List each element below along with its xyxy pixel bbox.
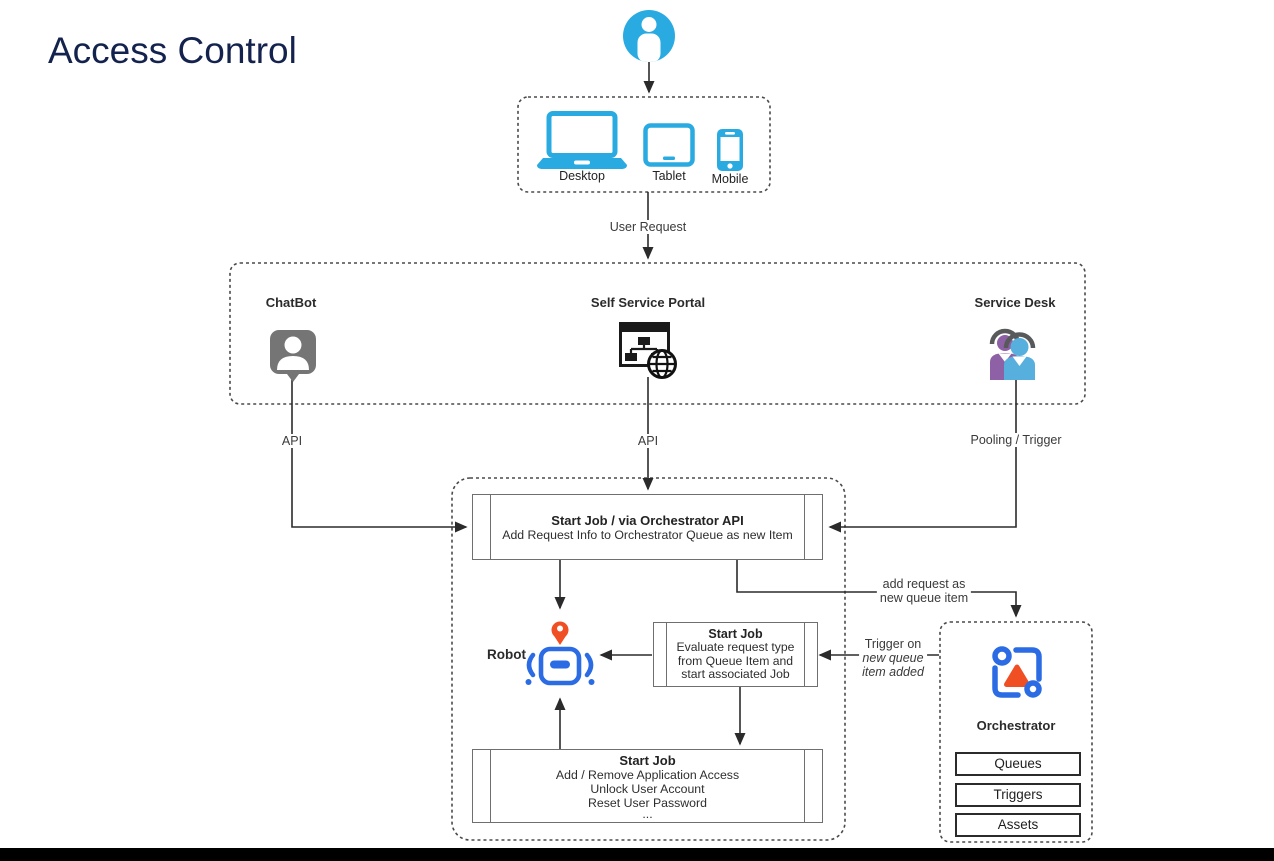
arrow-chatbot-to-startjob [291,376,468,533]
chatbot-heading: ChatBot [265,295,317,310]
subprocess-bar-right [804,495,822,559]
tablet-label: Tablet [652,169,686,183]
subprocess-bar-right [804,623,817,686]
pooling-trigger-label: Pooling / Trigger [967,433,1065,447]
desktop-label: Desktop [559,169,605,183]
start-job-actions-box: Start Job Add / Remove Application Acces… [472,749,823,823]
start-job-evaluate-box: Start Job Evaluate request type from Que… [653,622,818,687]
robot-label: Robot [487,647,526,662]
arrow-servicedesk-to-startjob [828,380,1017,533]
trigger-line3: item added [862,665,924,679]
evaluate-title: Start Job [708,627,763,642]
portal-heading: Self Service Portal [590,295,706,310]
start-job-api-title: Start Job / via Orchestrator API [551,512,744,528]
subprocess-bar-right [804,750,822,822]
portal-api-label: API [634,434,662,448]
evaluate-line2: from Queue Item and [677,653,794,668]
actions-line1: Add / Remove Application Access [555,768,740,782]
user-request-label: User Request [606,220,690,234]
orchestrator-item-assets: Assets [955,813,1081,837]
orchestrator-label: Orchestrator [976,718,1056,733]
add-request-label: add request as new queue item [876,577,972,605]
actions-line2: Unlock User Account [590,782,705,796]
trigger-on-label: Trigger on new queue item added [859,637,927,679]
trigger-line2: new queue [862,651,924,665]
orchestrator-item-triggers: Triggers [955,783,1081,807]
service-desk-icon [989,328,1036,380]
tablet-icon [643,123,695,167]
add-request-line1: add request as [882,577,966,591]
chatbot-api-label: API [278,434,306,448]
actions-title: Start Job [619,753,676,768]
page-title: Access Control [48,30,297,71]
actions-ellipsis: ... [642,807,653,821]
evaluate-line3: start associated Job [681,667,790,682]
orchestrator-icon [992,646,1042,698]
robot-icon [525,621,595,686]
bottom-border-bar [0,848,1274,861]
orchestrator-item-queues: Queues [955,752,1081,776]
self-service-portal-icon [619,322,677,379]
desktop-icon [537,111,627,169]
service-desk-heading: Service Desk [974,295,1056,310]
user-icon [623,10,675,62]
evaluate-line1: Evaluate request type [676,640,795,655]
subprocess-bar-left [473,750,491,822]
start-job-api-subtitle: Add Request Info to Orchestrator Queue a… [502,527,793,542]
mobile-icon [717,129,743,171]
mobile-label: Mobile [711,172,749,186]
subprocess-bar-left [654,623,667,686]
chatbot-icon [270,330,316,382]
start-job-api-box: Start Job / via Orchestrator API Add Req… [472,494,823,560]
add-request-line2: new queue item [879,591,969,605]
subprocess-bar-left [473,495,491,559]
trigger-line1: Trigger on [864,637,922,651]
